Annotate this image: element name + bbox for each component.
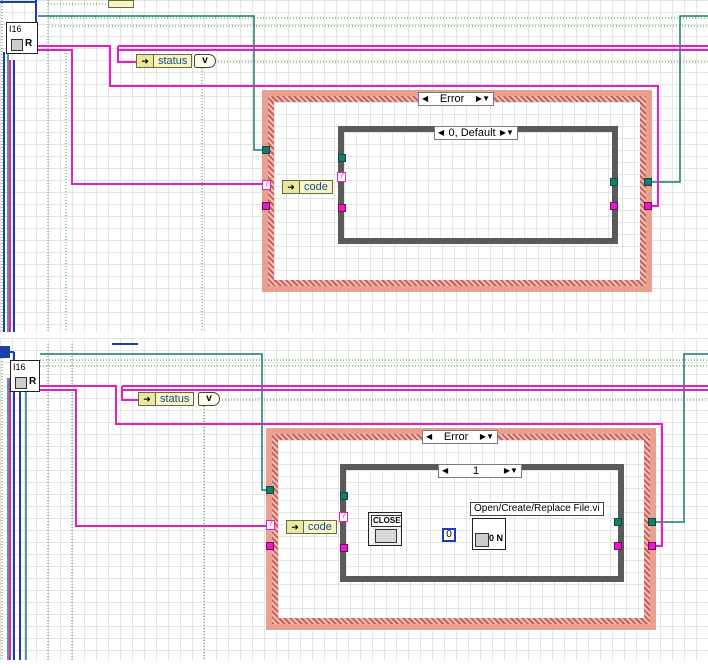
- inner-tunnel-teal-in[interactable]: [338, 154, 346, 162]
- inner-case-selector-label: 0, Default: [448, 127, 496, 139]
- panel-divider: [0, 332, 708, 338]
- status-label: status: [160, 393, 190, 405]
- inner-tunnel-teal-out[interactable]: [614, 518, 622, 526]
- open-icon-text: 0 N: [489, 533, 504, 543]
- read-file-node[interactable]: I16 R: [10, 360, 40, 392]
- unbundle-code-arrow-icon: ➜: [287, 521, 304, 533]
- inner-tunnel-pink-out[interactable]: [610, 202, 618, 210]
- inner-case-selector-terminal[interactable]: ?: [337, 172, 346, 182]
- inner-tunnel-pink-in[interactable]: [340, 544, 348, 552]
- code-label: code: [304, 181, 328, 193]
- tunnel-pink-out[interactable]: [644, 202, 652, 210]
- prev-case-icon: ◀: [422, 94, 429, 103]
- tunnel-teal-out[interactable]: [648, 518, 656, 526]
- disk-icon: [11, 39, 23, 51]
- inner-next-case-icon: ▶▼: [499, 128, 514, 137]
- inner-case-selector[interactable]: ◀ 0, Default ▶▼: [434, 126, 518, 140]
- prev-case-icon: ◀: [426, 432, 433, 441]
- inner-case-selector-terminal[interactable]: ?: [339, 512, 348, 522]
- unbundle-arrow-icon: ➜: [137, 55, 154, 67]
- outer-case-selector[interactable]: ◀ Error ▶▼: [422, 430, 498, 444]
- tunnel-pink-in[interactable]: [262, 202, 270, 210]
- or-gate[interactable]: v: [194, 54, 216, 68]
- read-file-node[interactable]: I16 R: [6, 22, 38, 54]
- unbundle-arrow-icon: ➜: [139, 393, 156, 405]
- open-vi-label: Open/Create/Replace File.vi: [470, 502, 604, 516]
- unbundle-status[interactable]: ➜ status: [136, 54, 193, 68]
- file-open-icon: [475, 533, 489, 547]
- next-case-icon: ▶▼: [479, 432, 494, 441]
- case-selector-terminal[interactable]: ?: [266, 520, 275, 530]
- read-mode-label: R: [29, 376, 37, 387]
- read-count-label: I16: [13, 362, 26, 372]
- outer-case-selector-label: Error: [443, 431, 469, 443]
- disk-icon: [15, 377, 27, 389]
- next-case-icon: ▶▼: [475, 94, 490, 103]
- case-selector-terminal[interactable]: ?: [262, 180, 271, 190]
- unbundle-code[interactable]: ➜ code: [286, 520, 337, 534]
- tunnel-pink-in[interactable]: [266, 542, 274, 550]
- partial-node-top: [108, 0, 134, 8]
- inner-tunnel-pink-out[interactable]: [614, 542, 622, 550]
- status-label: status: [158, 55, 188, 67]
- close-file-node[interactable]: CLOSE: [368, 512, 402, 546]
- tunnel-teal-out[interactable]: [644, 178, 652, 186]
- unbundle-code-arrow-icon: ➜: [283, 181, 300, 193]
- file-close-icon: [375, 529, 397, 543]
- open-create-replace-node[interactable]: 0 N: [472, 518, 506, 550]
- read-mode-label: R: [25, 38, 33, 49]
- inner-tunnel-teal-out[interactable]: [610, 178, 618, 186]
- outer-case-selector[interactable]: ◀ Error ▶▼: [418, 92, 494, 106]
- tunnel-teal-in[interactable]: [262, 146, 270, 154]
- inner-case-selector-label: 1: [472, 465, 480, 477]
- inner-case-interior: [344, 132, 612, 238]
- numeric-constant[interactable]: 0: [442, 528, 456, 542]
- unbundle-code[interactable]: ➜ code: [282, 180, 333, 194]
- or-gate[interactable]: v: [198, 392, 220, 406]
- input-terminal-blue[interactable]: [0, 346, 10, 358]
- inner-case-selector[interactable]: ◀ 1 ▶▼: [438, 464, 522, 478]
- outer-case-selector-label: Error: [439, 93, 465, 105]
- bottom-diagram-panel: I16 R ➜ status v ◀ Error ▶▼ ◀ 1 ▶▼ ➜ cod…: [0, 338, 708, 660]
- outer-case-structure[interactable]: [266, 428, 656, 630]
- tunnel-teal-in[interactable]: [266, 486, 274, 494]
- inner-prev-case-icon: ◀: [438, 128, 445, 137]
- inner-prev-case-icon: ◀: [442, 466, 449, 475]
- top-diagram-panel: I16 R ➜ status v ◀ Error ▶▼ ◀ 0, Default…: [0, 0, 708, 332]
- tunnel-pink-out[interactable]: [648, 542, 656, 550]
- code-label: code: [308, 521, 332, 533]
- inner-tunnel-pink-in[interactable]: [338, 204, 346, 212]
- read-count-label: I16: [9, 24, 22, 34]
- close-label: CLOSE: [371, 515, 401, 527]
- unbundle-status[interactable]: ➜ status: [138, 392, 195, 406]
- inner-next-case-icon: ▶▼: [503, 466, 518, 475]
- inner-tunnel-teal-in[interactable]: [340, 492, 348, 500]
- bottom-margin: [0, 660, 708, 670]
- inner-case-structure[interactable]: [338, 126, 618, 244]
